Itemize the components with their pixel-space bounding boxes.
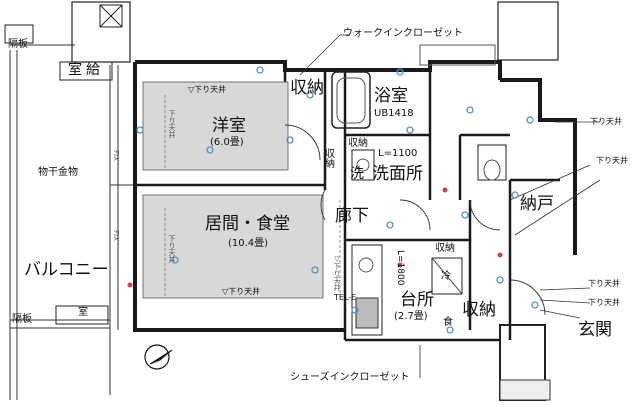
walk-in-closet-label: ウォークインクローゼット xyxy=(343,28,463,39)
fridge-box xyxy=(431,257,463,295)
tel-label: TEL-E xyxy=(334,293,357,302)
fix-label-1: FIX xyxy=(112,150,120,161)
balcony-rails xyxy=(9,44,110,400)
ceiling-drop-label-1: 下り天井 xyxy=(590,117,622,126)
closet-label: 納戸 xyxy=(520,194,554,214)
outdoor-unit-top-box xyxy=(59,61,113,81)
western-room-size: (6.0畳) xyxy=(210,137,244,148)
kitchen-size: (2.7畳) xyxy=(394,311,428,322)
ceiling-drop-label-3: 下り天井 xyxy=(588,279,620,288)
outdoor-unit-bottom-box xyxy=(55,305,109,325)
toilet xyxy=(477,144,507,181)
western-room-area xyxy=(142,81,289,171)
ceiling-drop-living-2: ▽下り天井 xyxy=(333,255,341,291)
ceiling-drop-western-2: 下り天井 xyxy=(168,110,176,138)
ceiling-drop-western-1: ▽下り天井 xyxy=(188,85,227,94)
bathtub xyxy=(331,71,371,129)
living-dining-area xyxy=(142,194,324,299)
washbasin xyxy=(351,149,375,181)
ceiling-drop-living-1: ▽下り天井 xyxy=(222,287,261,296)
wash-label: 洗 xyxy=(350,166,364,182)
fridge-label: 冷 xyxy=(441,271,451,282)
balcony-label: バルコニー xyxy=(24,260,109,280)
partition-top-label: 隔板 xyxy=(8,39,28,50)
storage-washroom-label: 収納 xyxy=(348,138,368,149)
kitchen-storage-label: 収納 xyxy=(435,243,455,254)
ceiling-drop-label-4: 下り天井 xyxy=(588,298,620,307)
fix-label-2: FIX xyxy=(112,230,120,241)
ceiling-drop-label-2: 下り天井 xyxy=(596,156,628,165)
laundry-rack-label: 物干金物 xyxy=(38,167,78,178)
living-dining-size: (10.4畳) xyxy=(228,238,269,249)
outdoor-unit-bottom-label: 室 xyxy=(78,307,88,318)
outdoor-unit-top-suffix: 給 xyxy=(86,62,100,78)
north-arrow xyxy=(144,344,173,370)
food-label: 食 xyxy=(443,317,453,328)
bathroom-label: 浴室 xyxy=(374,86,408,106)
partition-bottom-label: 隔板 xyxy=(12,314,32,325)
ceiling-drop-kitchen: 下り天井 xyxy=(168,235,176,263)
kitchen-dim: L=1800 xyxy=(395,250,405,286)
washroom-dim: L=1100 xyxy=(378,148,418,159)
living-dining-label: 居間・食堂 xyxy=(205,214,290,234)
kitchen-counter xyxy=(351,244,383,336)
western-room-label: 洋室 xyxy=(212,116,246,136)
entrance-label: 玄関 xyxy=(578,320,612,340)
unit-bath-label: UB1418 xyxy=(374,108,414,119)
storage-entry-label: 収納 xyxy=(462,300,496,320)
hallway-label: 廊下 xyxy=(335,206,369,226)
shoes-in-closet-label: シューズインクローゼット xyxy=(290,372,410,383)
storage-wic-label: 収納 xyxy=(290,78,324,98)
storage-small-label: 収納 xyxy=(325,149,335,170)
outdoor-unit-top-label: 室 xyxy=(68,62,82,78)
kitchen-label: 台所 xyxy=(400,290,434,310)
washroom-label: 洗面所 xyxy=(372,164,423,184)
inner-walls xyxy=(135,70,560,342)
service-shaft xyxy=(71,1,131,63)
partition-box-top xyxy=(4,24,34,44)
